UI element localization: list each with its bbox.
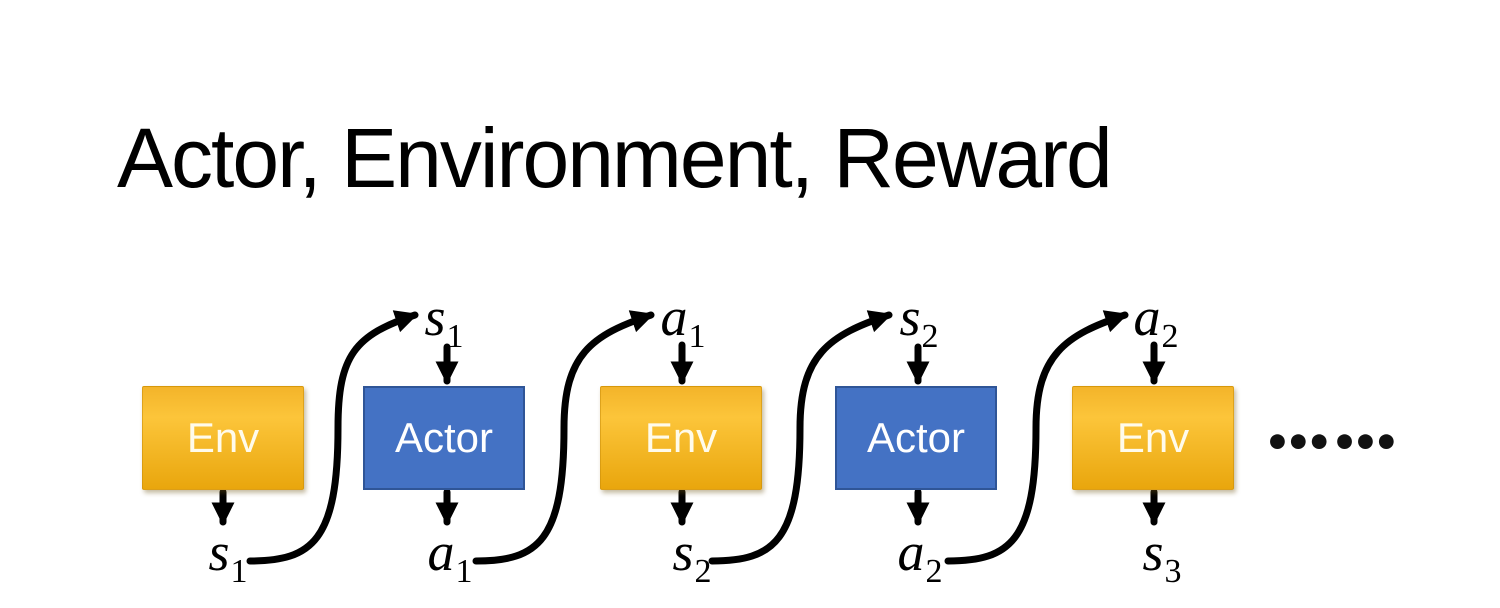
env-box-2-label: Env [644,414,718,461]
label-s1-top-base: s [424,287,446,347]
label-s3-bottom-base: s [1142,522,1164,582]
label-s2-top: s2 [899,290,938,354]
actor-box-1-label: Actor [394,414,494,461]
label-s2-top-base: s [899,287,921,347]
label-a1-top-sub: 1 [688,318,706,355]
actor-box-1: Actor [363,386,525,490]
curve-arrow-a1 [472,310,655,565]
label-s3-bottom: s3 [1142,525,1181,589]
env-box-3-label: Env [1116,414,1190,461]
env-box-1: Env [142,386,304,490]
label-s3-bottom-sub: 3 [1164,553,1182,590]
label-a1-top-base: a [660,287,688,347]
label-s1-bottom-sub: 1 [230,553,248,590]
label-a2-bottom: a2 [898,525,943,589]
label-s2-bottom-base: s [672,522,694,582]
label-a1-bottom: a1 [428,525,473,589]
label-a2-top: a2 [1134,290,1179,354]
actor-box-2-label: Actor [866,414,966,461]
page-title: Actor, Environment, Reward [117,111,1113,205]
label-a1-bottom-sub: 1 [455,553,473,590]
label-s1-bottom: s1 [208,525,247,589]
curve-arrow-a2 [944,310,1129,565]
label-a1-top: a1 [661,290,706,354]
label-s1-top-sub: 1 [446,318,464,355]
label-a2-top-base: a [1133,287,1161,347]
label-s2-top-sub: 2 [921,318,939,355]
label-s1-top: s1 [424,290,463,354]
label-a2-bottom-sub: 2 [925,553,943,590]
label-a2-bottom-base: a [897,522,925,582]
label-a1-bottom-base: a [427,522,455,582]
continuation-ellipsis: ••• ••• [1264,418,1400,467]
curve-arrow-s2 [708,310,893,565]
curve-arrow-s1 [246,310,419,565]
label-s2-bottom-sub: 2 [694,553,712,590]
env-box-1-label: Env [186,414,260,461]
env-box-2: Env [600,386,762,490]
label-s1-bottom-base: s [208,522,230,582]
label-a2-top-sub: 2 [1161,318,1179,355]
actor-box-2: Actor [835,386,997,490]
env-box-3: Env [1072,386,1234,490]
label-s2-bottom: s2 [672,525,711,589]
